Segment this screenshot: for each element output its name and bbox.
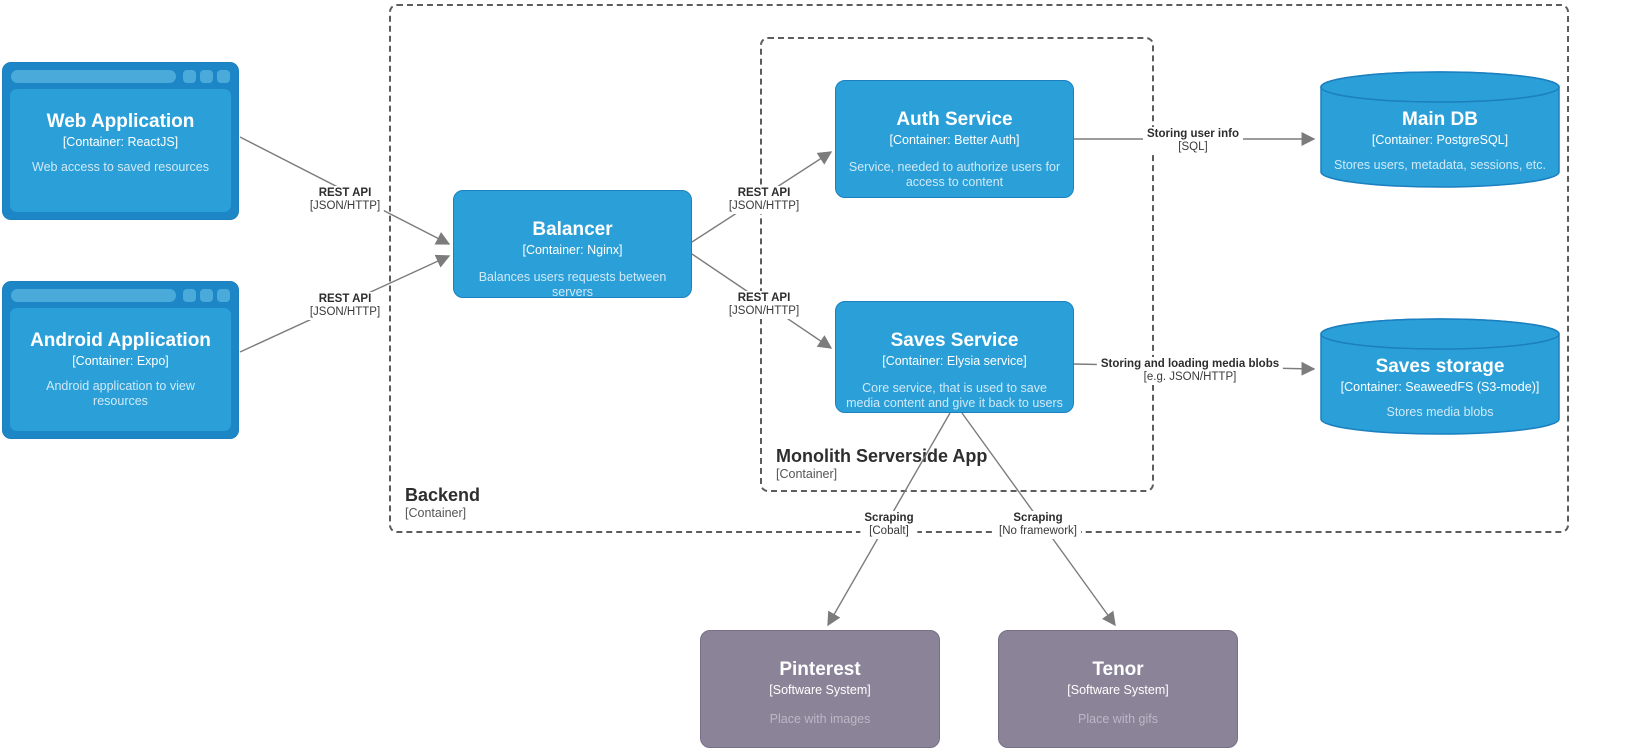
node-description: Service, needed to authorize users for a… [848,160,1061,189]
node-auth-service: Auth Service [Container: Better Auth] Se… [835,80,1074,198]
edge-label-tech: [JSON/HTTP] [728,305,800,317]
node-description: Core service, that is used to save media… [846,381,1063,410]
edge-label-text: Storing user info [1147,128,1239,140]
node-title: Balancer [532,219,613,240]
node-web-application: Web Application [Container: ReactJS] Web… [2,62,239,220]
node-description: Balances users requests between servers [478,270,667,299]
edge-label-text: REST API [318,187,372,199]
node-main-db: Main DB [Container: PostgreSQL] Stores u… [1320,71,1560,188]
node-description: Stores media blobs [1386,405,1494,419]
node-saves-service: Saves Service [Container: Elysia service… [835,301,1074,413]
edge-label-tech: [JSON/HTTP] [309,306,381,318]
browser-url-pill [11,289,176,302]
edge-label-saves-to-storage: Storing and loading media blobs [e.g. JS… [1096,357,1284,385]
node-android-application: Android Application [Container: Expo] An… [2,281,239,439]
node-subtitle: [Software System] [1067,683,1169,697]
edge-label-balancer-to-auth: REST API [JSON/HTTP] [724,186,804,214]
edge-label-android-to-balancer: REST API [JSON/HTTP] [305,292,385,320]
browser-titlebar [3,282,238,308]
node-description: Web access to saved resources [32,160,209,174]
node-subtitle: [Container: PostgreSQL] [1371,133,1509,147]
window-button-icon [217,70,230,83]
node-balancer: Balancer [Container: Nginx] Balances use… [453,190,692,299]
node-description: Stores users, metadata, sessions, etc. [1334,158,1546,172]
edge-label-auth-to-maindb: Storing user info [SQL] [1143,127,1243,155]
node-subtitle: [Container: Nginx] [522,243,623,257]
window-button-icon [200,289,213,302]
node-description: Place with images [769,712,871,726]
window-button-icon [183,289,196,302]
edge-label-tech: [SQL] [1178,141,1208,153]
edge-label-text: Storing and loading media blobs [1100,358,1280,370]
node-subtitle: [Container: Better Auth] [889,133,1020,147]
node-title: Auth Service [896,109,1013,130]
node-title: Tenor [1092,659,1144,680]
node-title: Saves storage [1375,356,1505,377]
boundary-backend-title: Backend [405,485,481,505]
node-body: Web Application [Container: ReactJS] Web… [10,89,231,212]
node-body: Main DB [Container: PostgreSQL] Stores u… [1320,71,1560,188]
window-button-icon [217,289,230,302]
node-subtitle: [Container: Elysia service] [882,354,1027,368]
edge-label-text: REST API [737,187,791,199]
edge-label-tech: [JSON/HTTP] [728,200,800,212]
edge-label-saves-to-tenor: Scraping [No framework] [995,511,1081,539]
boundary-backend-label: Backend [Container] [405,485,480,521]
node-title: Saves Service [890,330,1019,351]
node-saves-storage: Saves storage [Container: SeaweedFS (S3-… [1320,318,1560,435]
node-title: Main DB [1402,109,1478,130]
browser-titlebar [3,63,238,89]
node-subtitle: [Container: Expo] [72,354,169,368]
boundary-backend: Backend [Container] [389,4,1569,533]
edge-label-text: REST API [318,293,372,305]
boundary-backend-subtitle: [Container] [405,506,467,520]
edge-label-text: Scraping [864,512,914,524]
boundary-monolith: Monolith Serverside App [Container] [760,37,1154,492]
edge-label-text: REST API [737,292,791,304]
node-title: Pinterest [779,659,861,680]
node-description: Android application to view resources [46,379,195,408]
database-cylinder-icon [1320,71,1560,188]
browser-url-pill [11,70,176,83]
edge-label-tech: [JSON/HTTP] [309,200,381,212]
node-subtitle: [Container: SeaweedFS (S3-mode)] [1340,380,1540,394]
boundary-monolith-subtitle: [Container] [776,467,838,481]
edge-label-web-to-balancer: REST API [JSON/HTTP] [305,186,385,214]
node-subtitle: [Container: ReactJS] [62,135,179,149]
node-tenor: Tenor [Software System] Place with gifs [998,630,1238,748]
node-body: Saves storage [Container: SeaweedFS (S3-… [1320,318,1560,435]
node-pinterest: Pinterest [Software System] Place with i… [700,630,940,748]
window-button-icon [183,70,196,83]
database-cylinder-icon [1320,318,1560,435]
node-subtitle: [Software System] [769,683,871,697]
boundary-monolith-title: Monolith Serverside App [776,446,988,466]
node-description: Place with gifs [1078,712,1158,726]
edge-label-saves-to-pinterest: Scraping [Cobalt] [860,511,918,539]
node-title: Android Application [30,330,211,351]
edge-label-text: Scraping [1013,512,1063,524]
edge-label-tech: [e.g. JSON/HTTP] [1143,371,1237,383]
edge-label-tech: [No framework] [999,525,1077,537]
window-button-icon [200,70,213,83]
boundary-monolith-label: Monolith Serverside App [Container] [776,446,987,482]
node-body: Android Application [Container: Expo] An… [10,308,231,431]
node-title: Web Application [46,111,195,132]
edge-label-tech: [Cobalt] [869,525,909,537]
edge-label-balancer-to-saves: REST API [JSON/HTTP] [724,291,804,319]
